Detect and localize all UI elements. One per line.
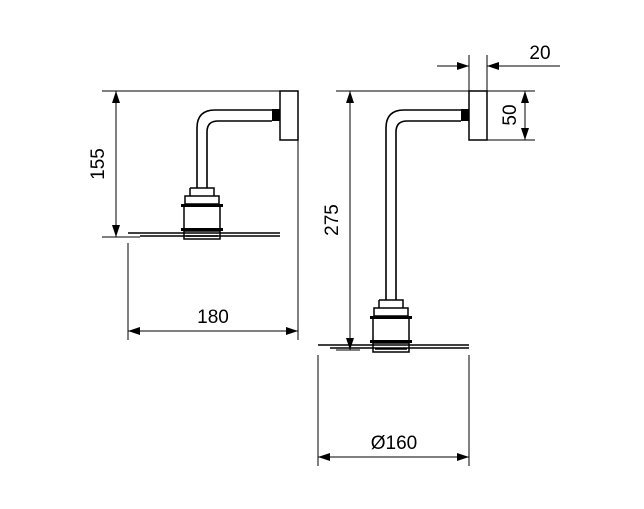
left-shower-head bbox=[181, 187, 223, 240]
dim-275: 275 bbox=[322, 90, 469, 351]
right-disc bbox=[318, 344, 469, 349]
dim-50: 50 bbox=[487, 90, 535, 141]
right-view bbox=[318, 90, 488, 353]
dim-50-label: 50 bbox=[500, 104, 521, 125]
left-wall-plate bbox=[279, 90, 299, 141]
dim-180: 180 bbox=[127, 140, 299, 340]
left-plate-connector bbox=[272, 109, 280, 121]
dim-155: 155 bbox=[88, 90, 280, 238]
right-plate-connector bbox=[461, 109, 469, 121]
dim-275-label: 275 bbox=[322, 204, 343, 236]
right-arm bbox=[385, 109, 461, 300]
right-shower-head bbox=[370, 299, 412, 353]
left-view bbox=[128, 90, 299, 240]
dim-180-label: 180 bbox=[197, 307, 229, 328]
dim-diameter: Ø160 bbox=[317, 355, 470, 466]
left-arm bbox=[196, 109, 272, 188]
dim-20-label: 20 bbox=[529, 43, 550, 64]
left-disc bbox=[128, 232, 280, 237]
dim-20: 20 bbox=[437, 43, 560, 91]
dim-155-label: 155 bbox=[88, 148, 109, 180]
dim-diameter-label: Ø160 bbox=[371, 433, 417, 454]
right-wall-plate bbox=[468, 90, 488, 141]
